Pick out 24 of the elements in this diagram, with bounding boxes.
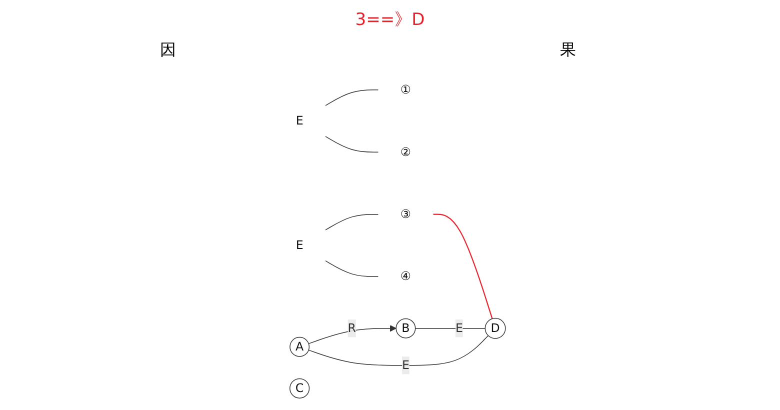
- node-text: E: [296, 114, 304, 128]
- node-text: ③: [400, 206, 412, 221]
- column-heading: 果: [560, 40, 576, 61]
- column-heading: 因: [160, 40, 176, 61]
- connector: [326, 90, 380, 106]
- node-text: ①: [400, 82, 412, 97]
- edge-label: R: [348, 320, 356, 336]
- node-text: ④: [400, 269, 412, 284]
- node-circle: C: [290, 378, 310, 398]
- connector: [308, 335, 490, 366]
- connector: [434, 214, 494, 319]
- node-circle: A: [290, 336, 310, 357]
- title: 3==》D: [354, 9, 426, 31]
- node-text: ②: [400, 144, 412, 159]
- connector: [326, 136, 380, 152]
- edge-label: E: [402, 358, 410, 372]
- node-text: E: [296, 238, 304, 252]
- node-circle: B: [396, 318, 416, 338]
- node-circle: D: [485, 318, 506, 339]
- edge-label: E: [456, 320, 464, 336]
- connector: [326, 260, 380, 277]
- connector: [326, 214, 380, 230]
- arrow: [308, 325, 397, 344]
- connector: [415, 328, 486, 329]
